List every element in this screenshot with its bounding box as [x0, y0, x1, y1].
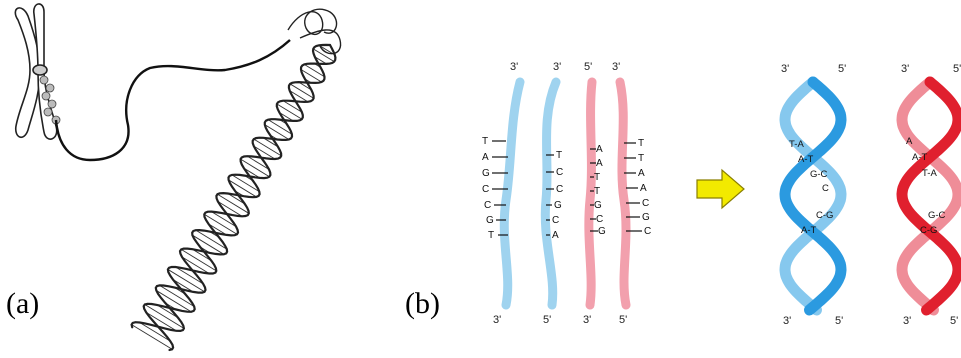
strand-4-base: C: [644, 226, 651, 237]
strand-4-base: G: [642, 212, 650, 223]
strand-3-base: C: [596, 214, 603, 225]
strand-3: 5' 3': [583, 61, 592, 326]
strand-4-bottom-end: 5': [619, 314, 627, 326]
red-helix-bottom-right-end: 5': [950, 315, 958, 327]
red-helix-top-left-end: 3': [901, 63, 909, 75]
blue-helix-top-left-end: 3': [781, 63, 789, 75]
strand-3-top-end: 5': [584, 61, 592, 73]
right-arrow-icon: [697, 170, 744, 208]
blue-base-pair: G-C: [810, 169, 828, 180]
strand-2-base: C: [556, 167, 563, 178]
blue-base-pair: A-T: [801, 225, 817, 236]
red-base-pair: C-G: [920, 225, 937, 236]
strand-3-base: G: [594, 200, 602, 211]
strand-2-base: C: [556, 184, 563, 195]
panel-b-label: (b): [405, 287, 440, 320]
red-base-pair: G-C: [928, 210, 946, 221]
dna-double-helix-drawing: [132, 45, 336, 350]
strand-3-base: A: [596, 158, 603, 169]
blue-helix-top-right-end: 5': [838, 63, 846, 75]
strand-4-bases: T T A A C G C: [638, 138, 651, 237]
helix-strand: [132, 45, 336, 331]
blue-base-pair: A-T: [798, 154, 814, 165]
strand-4-base: T: [638, 153, 644, 164]
strand-3-base: T: [594, 186, 600, 197]
strand-3-base: T: [594, 172, 600, 183]
strand-1: 3' 3': [493, 61, 520, 326]
strand-3-base: A: [596, 144, 603, 155]
strand-1-bottom-end: 3': [493, 314, 501, 326]
red-base-pair: A-T: [912, 152, 928, 163]
strand-2-base: C: [552, 215, 559, 226]
helix-strand: [144, 45, 330, 350]
strand-1-base: T: [482, 136, 488, 147]
strand-2-bottom-end: 5': [543, 314, 551, 326]
strand-4-base: C: [642, 198, 649, 209]
red-double-helix: 3' 5' 3' 5' A A-T T-A G-C C-G: [901, 63, 961, 327]
red-helix-bottom-left-end: 3': [903, 315, 911, 327]
blue-double-helix: 3' 5' 3' 5' T-A A-T G-C C C-G A-T: [781, 63, 846, 327]
strand-3-bases: A A T T G C G: [594, 144, 606, 237]
strand-1-base: T: [488, 230, 494, 241]
strand-3-base: G: [598, 226, 606, 237]
strand-1-top-end: 3': [510, 61, 518, 73]
strand-4-base: A: [640, 183, 647, 194]
strand-4: 3' 5': [612, 61, 627, 326]
blue-helix-bottom-right-end: 5': [835, 315, 843, 327]
blue-base-pair: T-A: [789, 139, 804, 150]
strand-2-top-end: 3': [553, 61, 561, 73]
strand-3-bottom-end: 3': [583, 314, 591, 326]
panel-a: [15, 4, 340, 350]
strand-2-base: T: [556, 150, 562, 161]
strand-2-bases: T C C G C A: [552, 150, 563, 241]
strand-4-base: T: [638, 138, 644, 149]
strand-1-base: C: [482, 184, 489, 195]
chromatin-fiber: [56, 40, 290, 160]
blue-base-pair: C-G: [816, 210, 833, 221]
chromosome-drawing: [15, 4, 60, 139]
panel-a-label: (a): [6, 287, 39, 320]
strand-1-base: G: [482, 168, 490, 179]
strand-2-base: G: [554, 200, 562, 211]
strand-1-base: G: [486, 215, 494, 226]
red-helix-backbone-back: [902, 82, 958, 310]
separated-strands: 3' 3' 3' 5' 5' 3' 3' 5' T A G C C G: [482, 61, 651, 326]
red-helix-top-right-end: 5': [953, 63, 961, 75]
blue-base-pair: C: [822, 183, 829, 194]
strand-1-base: C: [484, 200, 491, 211]
red-helix-backbone-front: [902, 82, 958, 310]
strand-2-base: A: [552, 230, 559, 241]
red-base-pair: T-A: [922, 168, 937, 179]
blue-helix-bottom-left-end: 3': [783, 315, 791, 327]
blue-helix-backbone-front: [785, 82, 841, 310]
blue-helix-backbone-back: [785, 82, 841, 310]
red-base-pair: A: [906, 136, 913, 147]
strand-4-base: A: [638, 168, 645, 179]
strand-4-top-end: 3': [612, 61, 620, 73]
strand-1-base: A: [482, 152, 489, 163]
